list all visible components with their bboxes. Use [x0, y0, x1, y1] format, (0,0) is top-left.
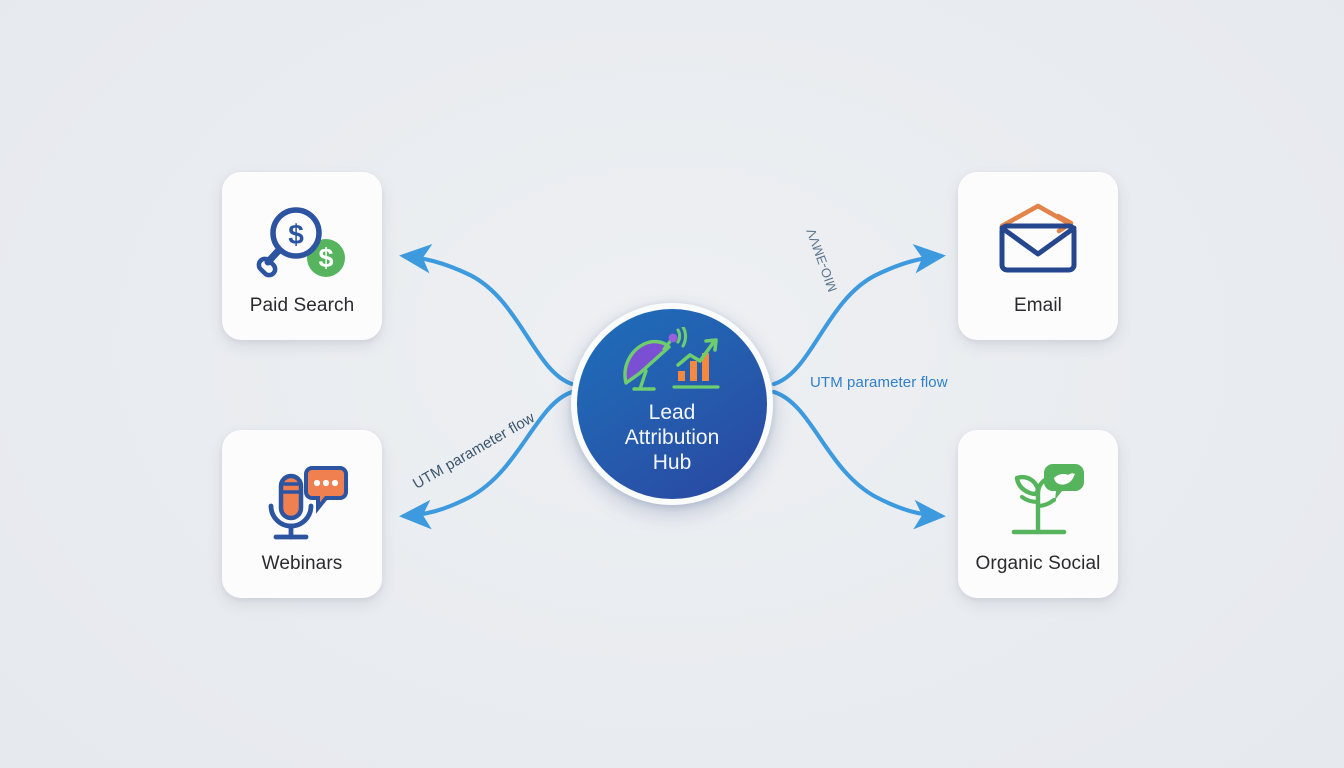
- svg-text:$: $: [318, 243, 333, 273]
- central-hub-node[interactable]: Lead Attribution Hub: [571, 303, 773, 505]
- sprout-social-bubble-icon: [990, 452, 1086, 548]
- node-label-organic-social: Organic Social: [975, 553, 1101, 574]
- magnifier-dollar-icon: $ $: [254, 194, 350, 290]
- edge-hub-to-paid-search: [399, 244, 575, 387]
- edge-hub-to-email: [771, 244, 946, 387]
- node-card-webinars[interactable]: Webinars: [222, 430, 382, 598]
- node-card-paid-search[interactable]: $ $ Paid Search: [222, 172, 382, 340]
- edge-hub-to-webinars: [399, 389, 575, 530]
- svg-text:$: $: [288, 219, 304, 250]
- envelope-arrow-icon: [990, 194, 1086, 290]
- node-card-email[interactable]: Email: [958, 172, 1118, 340]
- flow-label-webinars-edge: UTM parameter flow: [410, 409, 538, 493]
- node-label-paid-search: Paid Search: [249, 295, 355, 316]
- microphone-chat-icon: [254, 452, 350, 548]
- hub-title: Lead Attribution Hub: [624, 401, 720, 474]
- node-card-organic-social[interactable]: Organic Social: [958, 430, 1118, 598]
- flow-label-email-edge: UTM parameter flow: [810, 374, 948, 391]
- flow-label-email-edge-curved: MIO-ƎMVV: [803, 226, 841, 294]
- satellite-dish-bar-chart-icon: [620, 327, 724, 393]
- node-label-email: Email: [1013, 295, 1062, 316]
- edge-hub-to-organic-social: [771, 389, 946, 530]
- node-label-webinars: Webinars: [261, 553, 343, 574]
